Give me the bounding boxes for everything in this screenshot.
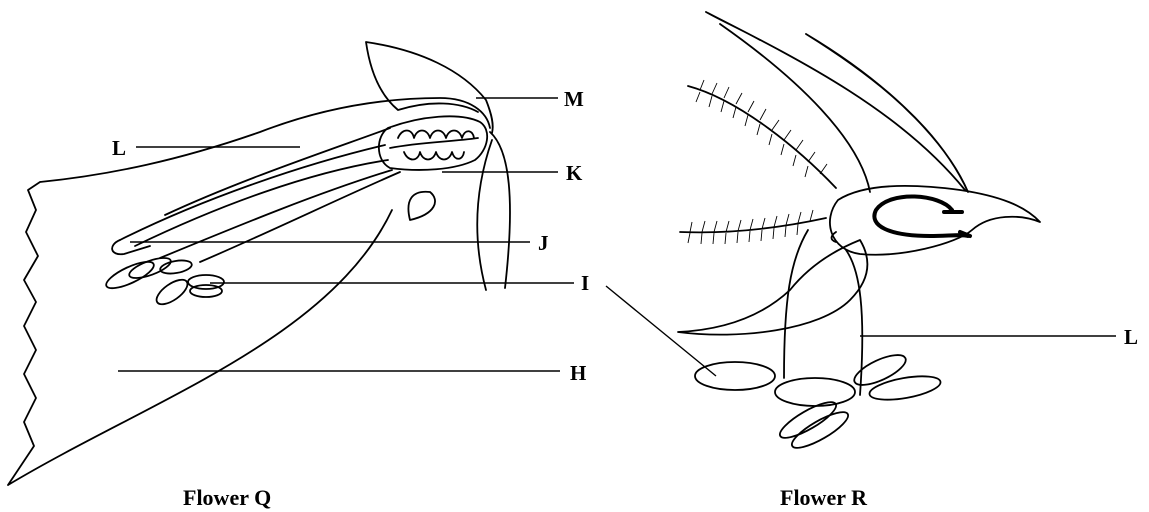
caption-flower-r: Flower R (780, 485, 868, 510)
flower-r-hairs (680, 80, 836, 244)
label-l-r: L (1124, 325, 1138, 349)
flower-q: M L K J I H Flower Q (8, 42, 589, 510)
flower-r-upper-petal (706, 12, 968, 192)
label-i: I (581, 271, 589, 295)
label-m: M (564, 87, 584, 111)
label-l-q: L (112, 136, 126, 160)
flower-r: L Flower R (606, 12, 1138, 510)
flower-q-receptacle (408, 132, 510, 290)
label-k: K (566, 161, 583, 185)
flower-q-ovules (390, 131, 478, 160)
flower-r-anthers (695, 349, 942, 454)
label-j: J (538, 231, 549, 255)
caption-flower-q: Flower Q (183, 485, 271, 510)
flower-r-stalks (784, 230, 862, 395)
leader-i-r (606, 286, 716, 376)
flower-r-inner-loop (874, 196, 968, 236)
flower-r-lower-lip (678, 240, 867, 335)
label-h: H (570, 361, 586, 385)
flower-q-anthers (103, 254, 224, 309)
